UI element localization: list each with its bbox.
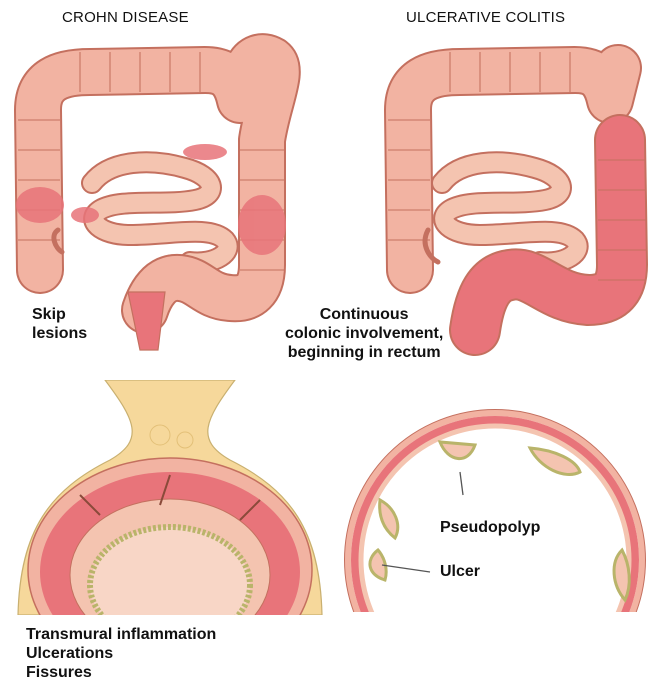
skip-lesions-label: Skip lesions [32, 305, 87, 343]
continuous-involvement-label: Continuous colonic involvement, beginnin… [285, 305, 443, 362]
ulcer-label: Ulcer [440, 562, 480, 581]
crohn-rectum [128, 292, 165, 350]
crohn-cross-section [10, 380, 330, 615]
uc-cross-section [340, 400, 650, 615]
ulcerative-colitis-heading: ULCERATIVE COLITIS [406, 9, 565, 26]
crohn-features-label: Transmural inflammation Ulcerations Fiss… [26, 625, 216, 682]
pseudopolyp-label: Pseudopolyp [440, 518, 540, 537]
crohn-disease-heading: CROHN DISEASE [62, 9, 189, 26]
